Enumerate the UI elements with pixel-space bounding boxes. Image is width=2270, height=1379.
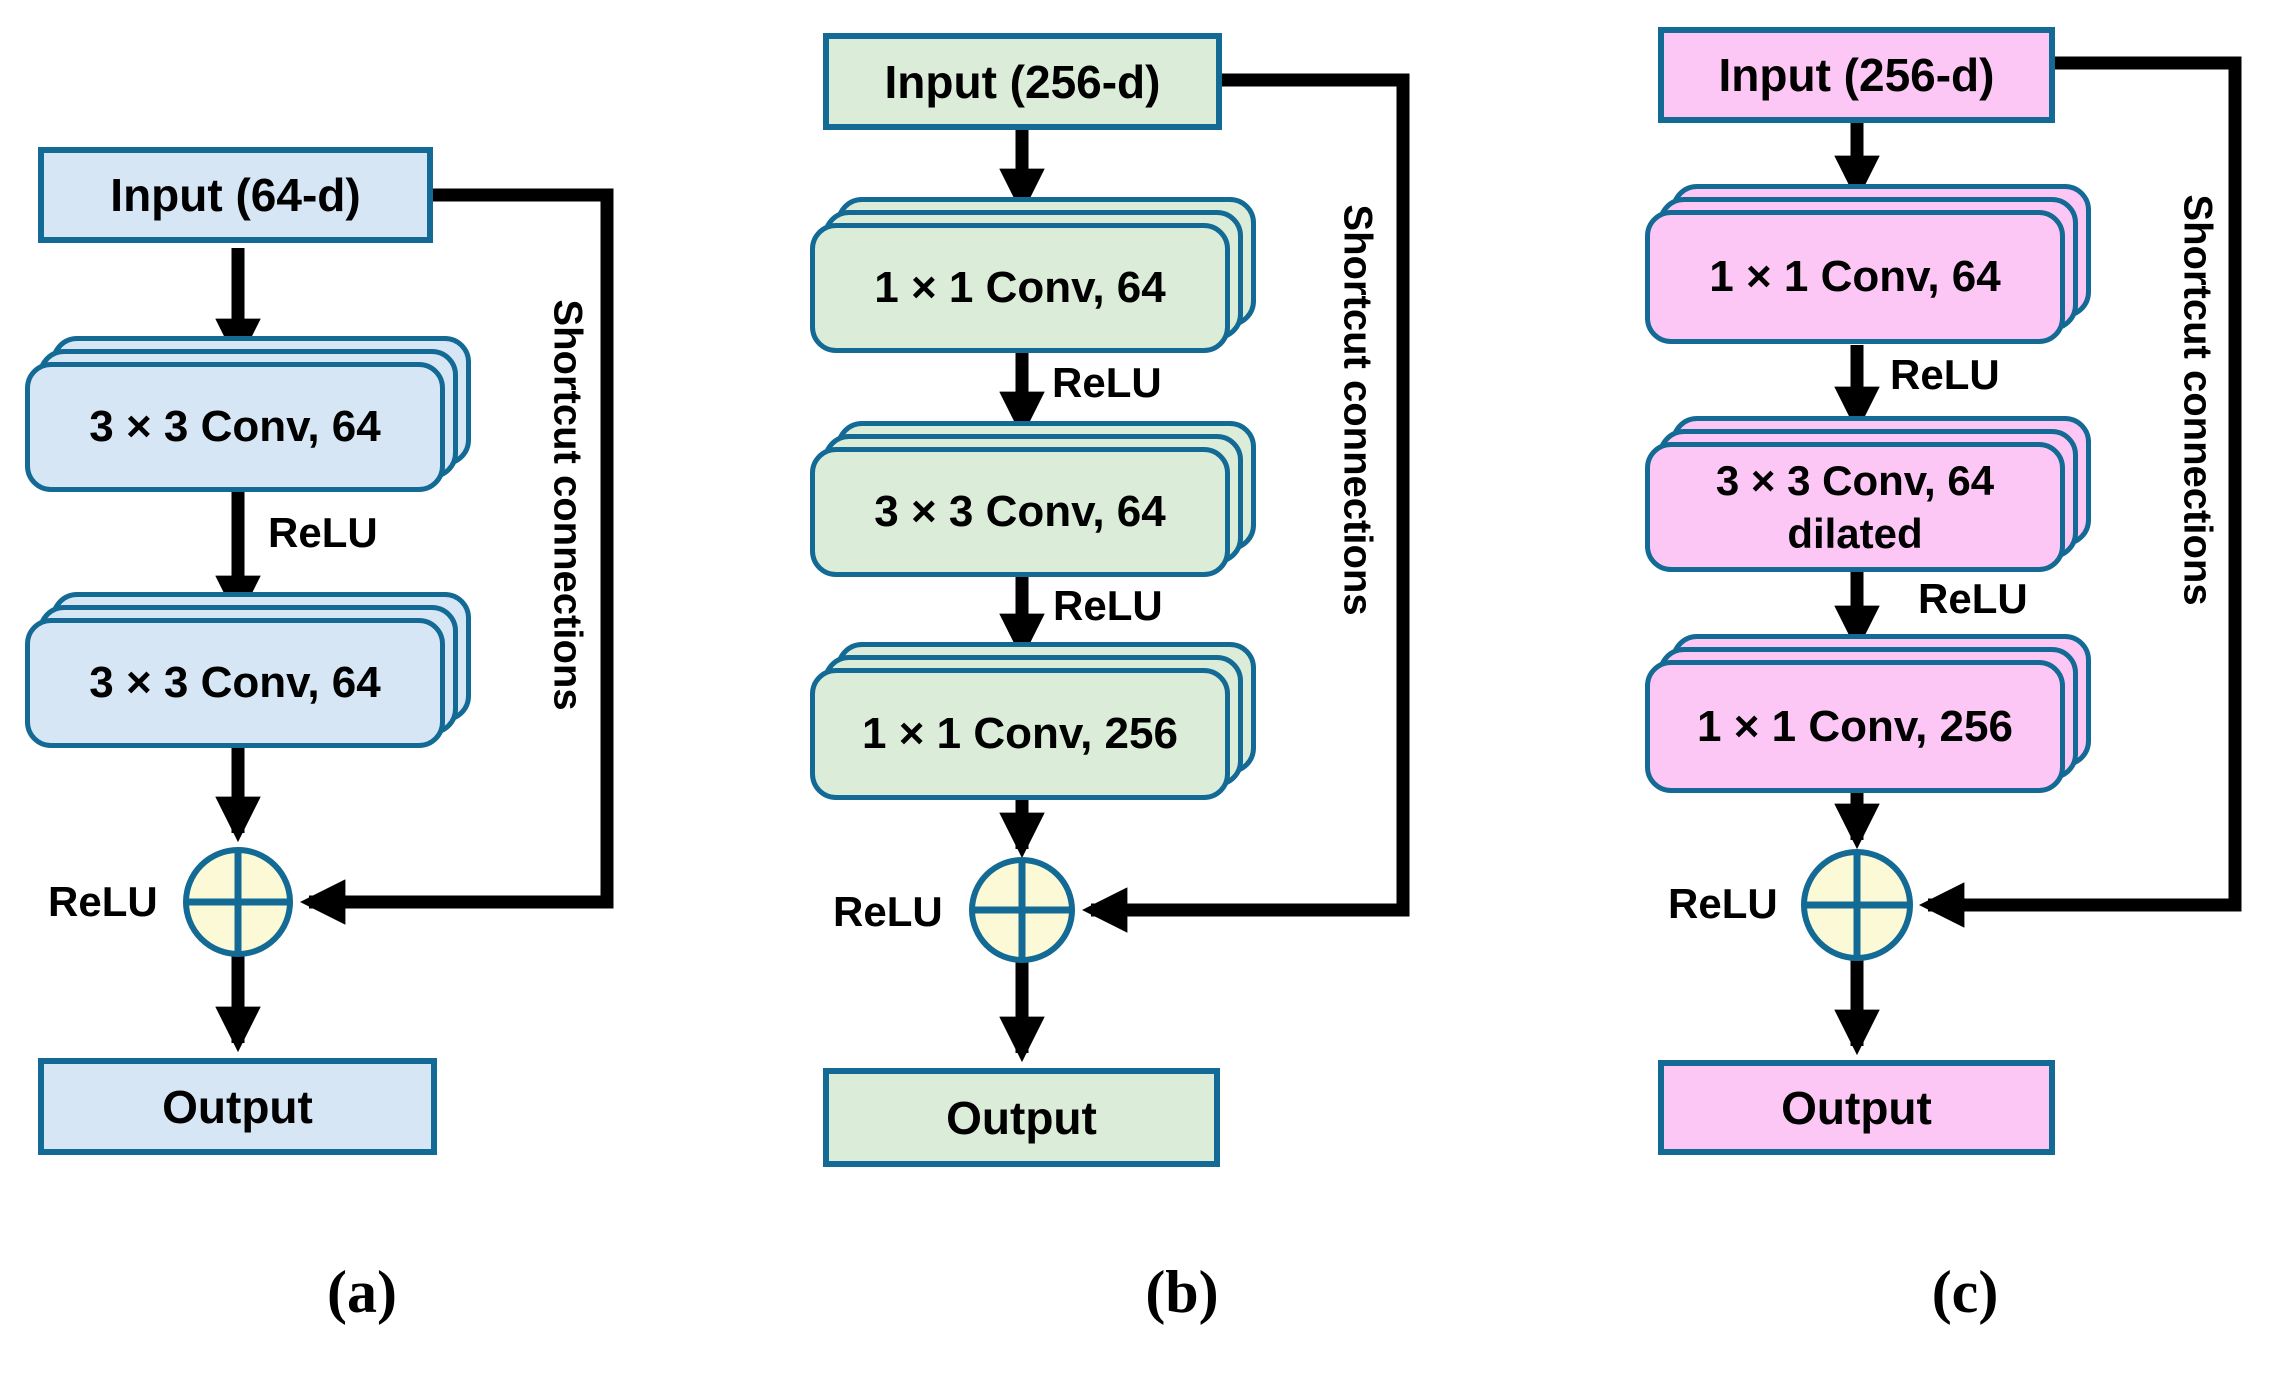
conv-block: 3 × 3 Conv, 64 xyxy=(810,447,1230,577)
sum-icon xyxy=(1801,849,1913,961)
conv-label: 3 × 3 Conv, 64 xyxy=(89,402,381,451)
input-label: Input (256-d) xyxy=(884,55,1161,108)
conv-block-stack: 1 × 1 Conv, 64 xyxy=(810,197,1256,353)
conv-block-stack: 3 × 3 Conv, 64 xyxy=(810,421,1256,577)
conv-block: 1 × 1 Conv, 256 xyxy=(1645,660,2065,793)
conv-label: 1 × 1 Conv, 64 xyxy=(874,263,1166,312)
output-box: Output xyxy=(823,1068,1220,1167)
output-label: Output xyxy=(162,1080,313,1133)
sum-icon xyxy=(183,847,293,957)
input-box: Input (64-d) xyxy=(38,147,433,243)
conv-sublabel: dilated xyxy=(1787,510,1923,557)
conv-block: 1 × 1 Conv, 64 xyxy=(1645,210,2065,344)
relu-label: ReLU xyxy=(833,888,943,935)
column-a-arrows xyxy=(215,188,614,1053)
relu-label: ReLU xyxy=(268,509,378,556)
conv-label: 1 × 1 Conv, 256 xyxy=(862,709,1178,758)
conv-block-stack: 3 × 3 Conv, 64 dilated xyxy=(1645,416,2091,572)
conv-block: 1 × 1 Conv, 64 xyxy=(810,223,1230,353)
conv-block: 3 × 3 Conv, 64 xyxy=(25,362,445,492)
shortcut-arrow xyxy=(1918,56,2242,928)
input-box: Input (256-d) xyxy=(823,33,1222,130)
input-label: Input (64-d) xyxy=(110,169,361,221)
conv-block: 1 × 1 Conv, 256 xyxy=(810,668,1230,800)
sum-icon xyxy=(969,857,1075,963)
conv-block-stack: 3 × 3 Conv, 64 xyxy=(25,336,471,492)
column-caption: (a) xyxy=(327,1259,397,1325)
column-caption: (b) xyxy=(1145,1259,1219,1325)
conv-label: 3 × 3 Conv, 64 xyxy=(89,658,381,707)
relu-label: ReLU xyxy=(1053,582,1163,629)
shortcut-label: Shortcut connections xyxy=(1335,204,1380,616)
input-box: Input (256-d) xyxy=(1658,27,2055,123)
conv-block: 3 × 3 Conv, 64 dilated xyxy=(1645,442,2065,572)
conv-block-stack: 1 × 1 Conv, 256 xyxy=(810,642,1256,800)
shortcut-label: Shortcut connections xyxy=(2175,194,2220,606)
conv-label: 1 × 1 Conv, 256 xyxy=(1697,701,2013,751)
shortcut-arrow xyxy=(299,188,614,925)
output-box: Output xyxy=(38,1058,437,1155)
column-caption: (c) xyxy=(1931,1259,1999,1325)
conv-block-stack: 1 × 1 Conv, 64 xyxy=(1645,184,2091,344)
shortcut-arrow xyxy=(1081,73,1410,933)
output-label: Output xyxy=(946,1091,1097,1144)
relu-label: ReLU xyxy=(1890,351,2000,398)
output-box: Output xyxy=(1658,1060,2055,1155)
relu-label: ReLU xyxy=(1052,359,1162,406)
conv-label: 3 × 3 Conv, 64 xyxy=(874,487,1166,536)
output-label: Output xyxy=(1781,1081,1932,1134)
relu-label: ReLU xyxy=(1668,880,1778,927)
column-b-arrows xyxy=(999,73,1410,1063)
column-c-arrows xyxy=(1834,56,2242,1056)
input-label: Input (256-d) xyxy=(1718,49,1995,101)
conv-label: 1 × 1 Conv, 64 xyxy=(1709,252,2001,301)
relu-label: ReLU xyxy=(1918,575,2028,622)
conv-label: 3 × 3 Conv, 64 xyxy=(1715,457,1995,504)
conv-block-stack: 1 × 1 Conv, 256 xyxy=(1645,634,2091,793)
shortcut-label: Shortcut connections xyxy=(545,299,590,711)
conv-block: 3 × 3 Conv, 64 xyxy=(25,618,445,748)
conv-block-stack: 3 × 3 Conv, 64 xyxy=(25,592,471,748)
relu-label: ReLU xyxy=(48,878,158,925)
